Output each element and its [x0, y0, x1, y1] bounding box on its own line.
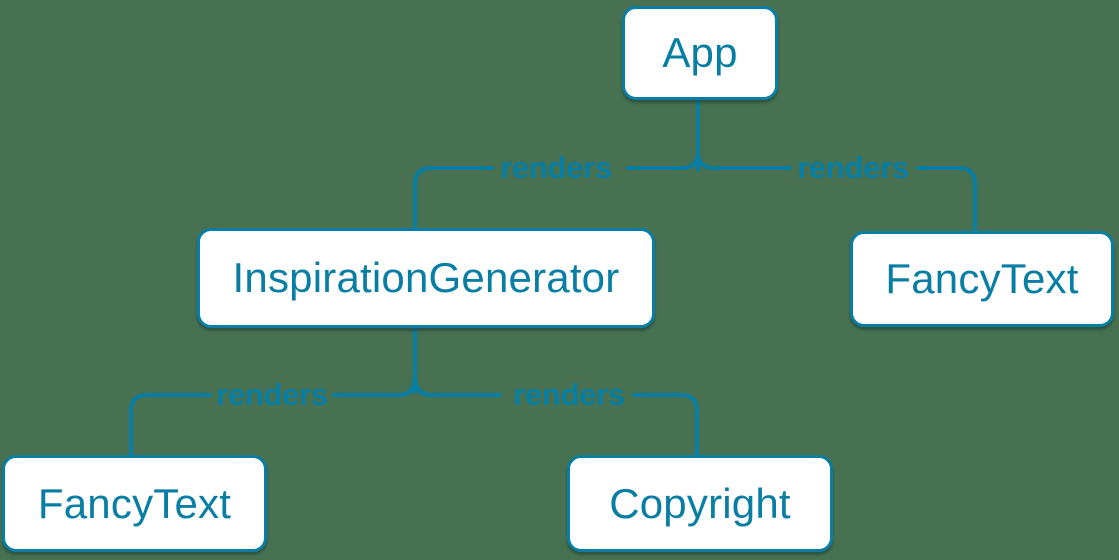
node-inspiration-generator: InspirationGenerator	[197, 228, 655, 328]
edge-app-to-fancy-text-a	[696, 150, 792, 170]
edge-inspiration-generator-to-fancy-text-a	[332, 373, 417, 397]
edge-inspiration-generator-to-fancy-text-b	[129, 393, 212, 457]
node-app: App	[622, 6, 778, 100]
node-copyright-label: Copyright	[609, 479, 791, 527]
node-fancy-text-bottom-label: FancyText	[37, 479, 232, 527]
node-fancy-text-top-label: FancyText	[885, 255, 1079, 302]
node-fancy-text-top: FancyText	[850, 231, 1114, 327]
node-inspiration-generator-label: InspirationGenerator	[232, 254, 620, 301]
edge-app-to-inspiration-generator-a	[626, 150, 700, 170]
edge-label-inspiration-generator-to-copyright: renders	[513, 377, 625, 412]
edge-label-app-to-fancy-text: renders	[797, 150, 909, 185]
node-app-label: App	[662, 29, 738, 76]
node-fancy-text-bottom: FancyText	[2, 455, 267, 552]
edge-label-inspiration-generator-to-fancy-text: renders	[216, 377, 328, 412]
node-copyright: Copyright	[567, 455, 833, 552]
edge-app-to-fancy-text-b	[916, 166, 977, 233]
edge-inspiration-generator-to-copyright-a	[413, 373, 502, 397]
edge-inspiration-generator-to-copyright-b	[632, 393, 699, 457]
edge-app-to-inspiration-generator-b	[413, 166, 494, 230]
edge-label-app-to-inspiration-generator: renders	[500, 150, 612, 185]
